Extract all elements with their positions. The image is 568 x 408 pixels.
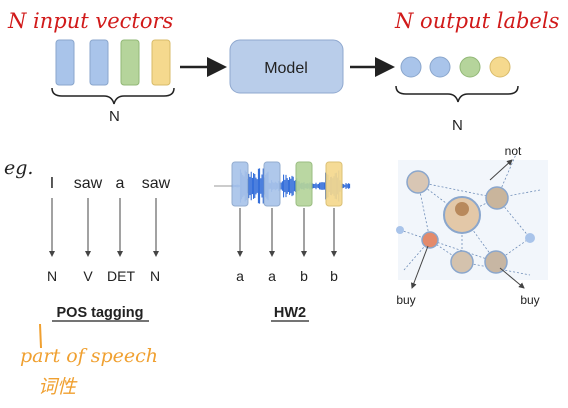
arrow-buy-right [499,267,525,289]
input-brace [51,87,175,105]
pos-tagging-title: POS tagging [57,305,144,321]
graph-label-buy-left: buy [396,293,415,307]
word-1: I [50,175,54,192]
output-count-label: N [452,117,463,134]
audio-label-1: a [236,268,244,284]
output-label-1 [400,56,422,78]
small-node [525,233,535,243]
graph-label-buy-right: buy [520,293,539,307]
audio-vector-3 [295,161,313,207]
small-node [396,226,404,234]
arrow-not [489,159,513,181]
output-labels-title: N output labels [394,9,560,33]
eg-label: eg. [4,157,33,179]
output-label-4 [489,56,511,78]
social-network-graph [396,151,548,280]
input-vector-4 [151,39,171,86]
audio-label-4: b [330,268,338,284]
input-vectors-title: N input vectors [7,9,174,33]
person-node [421,231,439,249]
input-vector-2 [89,39,109,86]
tag-1: N [47,268,57,284]
audio-vector-2 [263,161,281,207]
note-chinese: 词性 [38,376,78,398]
output-label-2 [429,56,451,78]
arrow-buy-left [410,245,429,289]
tag-2: V [83,268,93,284]
person-node [450,250,474,274]
word-3: a [116,175,125,192]
word-4: saw [142,175,171,192]
person-head [455,202,469,216]
word-2: saw [74,175,103,192]
audio-vector-1 [231,161,249,207]
person-node [484,250,508,274]
output-brace [395,85,519,103]
tag-3: DET [107,268,135,284]
audio-vector-4 [325,161,343,207]
input-vector-3 [120,39,140,86]
person-node [406,170,430,194]
graph-nodes [396,170,535,274]
graph-label-not: not [505,144,522,158]
model-label: Model [264,60,308,77]
person-node [485,186,509,210]
output-label-3 [459,56,481,78]
model-box [229,39,344,94]
input-count-label: N [109,108,120,125]
input-vector-1 [55,39,75,86]
audio-label-2: a [268,268,276,284]
note-part-of-speech: part of speech [20,345,158,367]
tag-4: N [150,268,160,284]
note-stroke [39,323,42,349]
audio-label-3: b [300,268,308,284]
hw2-title: HW2 [274,305,306,321]
